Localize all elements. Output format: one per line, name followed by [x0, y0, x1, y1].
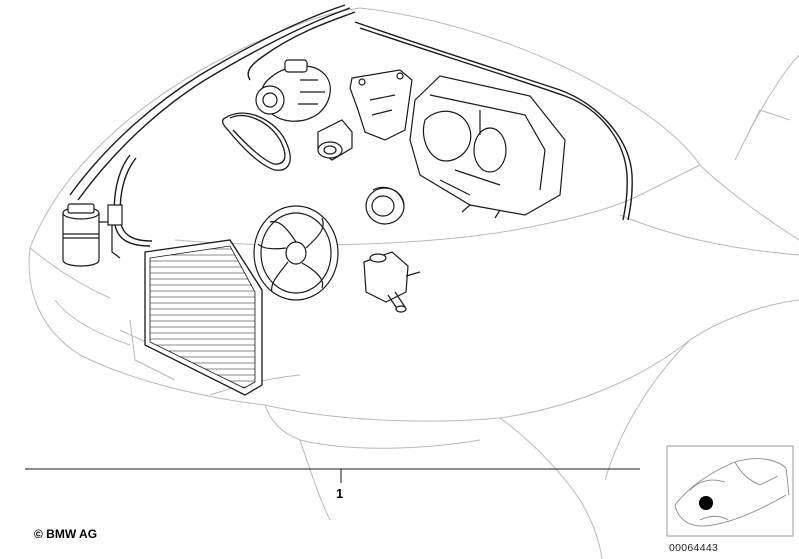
location-inset — [666, 445, 794, 537]
pulley-ring — [365, 186, 405, 225]
expansion-valve — [317, 119, 353, 161]
copyright-text: © BMW AG — [34, 527, 98, 541]
bracket — [349, 69, 413, 141]
part-number: 00064443 — [669, 542, 719, 554]
evaporator-housing — [409, 75, 566, 219]
car-body-outline — [28, 7, 799, 559]
drive-belt — [221, 112, 291, 171]
valve-block — [363, 251, 421, 313]
condenser-fan — [253, 205, 339, 301]
ac-compressor — [255, 59, 331, 122]
callout-label: 1 — [336, 486, 344, 501]
callout-leader — [25, 468, 640, 483]
receiver-drier — [62, 203, 123, 267]
condenser — [144, 239, 263, 396]
